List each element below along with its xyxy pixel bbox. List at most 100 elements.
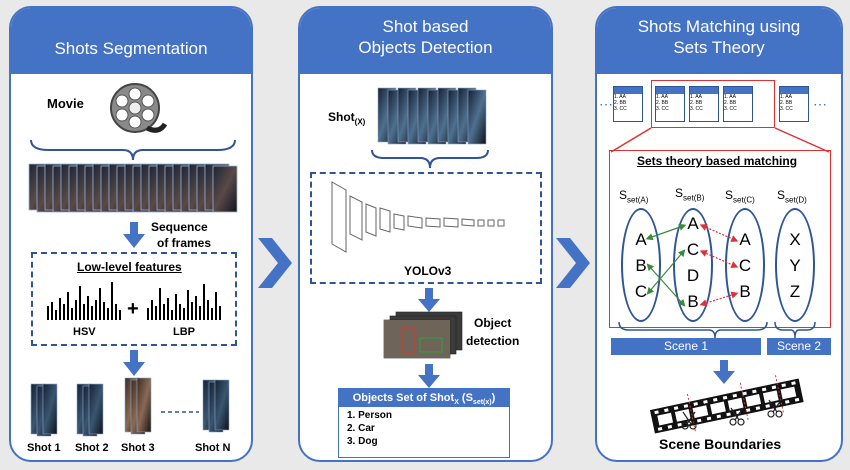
object-item: 2. Car (347, 423, 375, 434)
set-d-item: Z (789, 282, 801, 301)
set-sub: set(A) (627, 195, 649, 205)
scene-brackets (618, 321, 816, 339)
set-c-item: C (738, 256, 752, 275)
panel-title-line2: Objects Detection (358, 38, 493, 57)
film-reel-icon (110, 83, 168, 133)
set-name: S (777, 188, 786, 202)
shot-label-n: Shot N (195, 442, 231, 454)
shot-label-1: Shot 1 (27, 442, 61, 454)
panel-shots-matching: Shots Matching using Sets Theory ⋯ 1. AA… (595, 6, 843, 462)
panel-title: Shots Segmentation (11, 8, 251, 74)
card-line: 3. CC (780, 106, 793, 112)
match-arrows (645, 223, 739, 307)
set-label-d: Sset(D) (777, 188, 807, 204)
down-arrow-icon (418, 288, 440, 312)
set-b-item: B (687, 292, 699, 311)
chevron-right-icon (556, 238, 590, 288)
down-arrow-icon (123, 222, 145, 248)
set-a-item: A (635, 230, 647, 249)
set-label-a: Sset(A) (619, 188, 648, 204)
card-line: 1. AA (724, 94, 736, 100)
card-line: 3. CC (656, 106, 669, 112)
yolo-label: YOLOv3 (404, 264, 452, 278)
brace-icon (371, 149, 489, 169)
set-label-b: Sset(B) (675, 186, 704, 202)
objects-set-paren-sub: set(x) (472, 399, 492, 407)
object-item: 3. Dog (347, 436, 378, 447)
shot-x-stack (377, 87, 487, 145)
panel-objects-detection: Shot based Objects Detection Shot(X) (298, 6, 553, 462)
card-line: 1. AA (690, 94, 702, 100)
object-detection-label-1: Object (474, 316, 512, 330)
card-line: 1. AA (656, 94, 668, 100)
objects-set-close: ) (491, 392, 496, 404)
shot-label-2: Shot 2 (75, 442, 109, 454)
down-arrow-icon (713, 360, 735, 384)
frame-sequence-strip (28, 163, 238, 213)
set-oval-d (775, 208, 815, 322)
scene-boundaries-label: Scene Boundaries (659, 436, 782, 452)
shot-x-label: Shot(X) (328, 110, 365, 126)
selected-cards-frame (651, 80, 775, 128)
ellipsis-left: ⋯ (599, 96, 613, 112)
set-b-item: C (686, 240, 700, 259)
yolo-box (310, 172, 542, 284)
matching-title: Sets theory based matching (637, 154, 798, 168)
set-name: S (619, 188, 628, 202)
shot-stacks (30, 377, 230, 437)
set-label-c: Sset(C) (725, 188, 755, 204)
shot-x-sub: (X) (354, 117, 366, 127)
card-line: 2. BB (780, 100, 793, 106)
low-level-features-box (31, 252, 237, 346)
chevron-right-icon (258, 238, 292, 288)
panel-shots-segmentation: Shots Segmentation Movie (9, 6, 253, 462)
set-name: S (725, 188, 734, 202)
card-line: 1. AA (614, 94, 626, 100)
matching-box (609, 150, 831, 328)
down-arrow-icon (418, 364, 440, 388)
sequence-label-line2: of frames (157, 236, 212, 250)
set-d-item: Y (789, 256, 801, 275)
set-d-item: X (789, 230, 801, 249)
set-b-item: D (686, 266, 700, 285)
objects-set-title: Objects Set of Shot (352, 392, 455, 404)
panel-title-line2: Sets Theory (673, 38, 765, 57)
card-line: 2. BB (656, 100, 669, 106)
card-line: 2. BB (724, 100, 737, 106)
card-line: 1. AA (780, 94, 792, 100)
features-title: Low-level features (77, 260, 182, 274)
brace-icon (30, 139, 236, 161)
card-line: 2. BB (614, 100, 627, 106)
panel-title: Shot based Objects Detection (300, 8, 551, 74)
panel-title-text: Shots Segmentation (54, 39, 208, 58)
card-line: 2. BB (690, 100, 703, 106)
set-sub: set(B) (683, 193, 705, 203)
set-sub: set(D) (785, 195, 807, 205)
card-line: 3. CC (614, 106, 627, 112)
card-line: 3. CC (724, 106, 737, 112)
lbp-label: LBP (173, 326, 195, 338)
connector-lines (610, 127, 830, 153)
panel-title-line1: Shot based (382, 17, 469, 36)
scene-1-bar: Scene 1 (611, 338, 761, 355)
card-line: 3. CC (690, 106, 703, 112)
set-sub: set(C) (733, 195, 755, 205)
object-item: 1. Person (347, 410, 393, 421)
set-a-item: B (635, 256, 647, 275)
hsv-histogram (47, 282, 121, 320)
ellipsis-right: ⋯ (813, 96, 827, 112)
panel-title-line1: Shots Matching using (637, 17, 801, 36)
sequence-label-line1: Sequence (151, 220, 208, 234)
shot-x-text: Shot (328, 110, 355, 124)
detection-frames (383, 311, 463, 359)
yolo-network-diagram (331, 181, 505, 253)
scene-2-bar: Scene 2 (767, 338, 831, 355)
set-a-item: C (634, 282, 648, 301)
film-strip-scissors-icon (649, 375, 804, 434)
hsv-label: HSV (73, 326, 96, 338)
